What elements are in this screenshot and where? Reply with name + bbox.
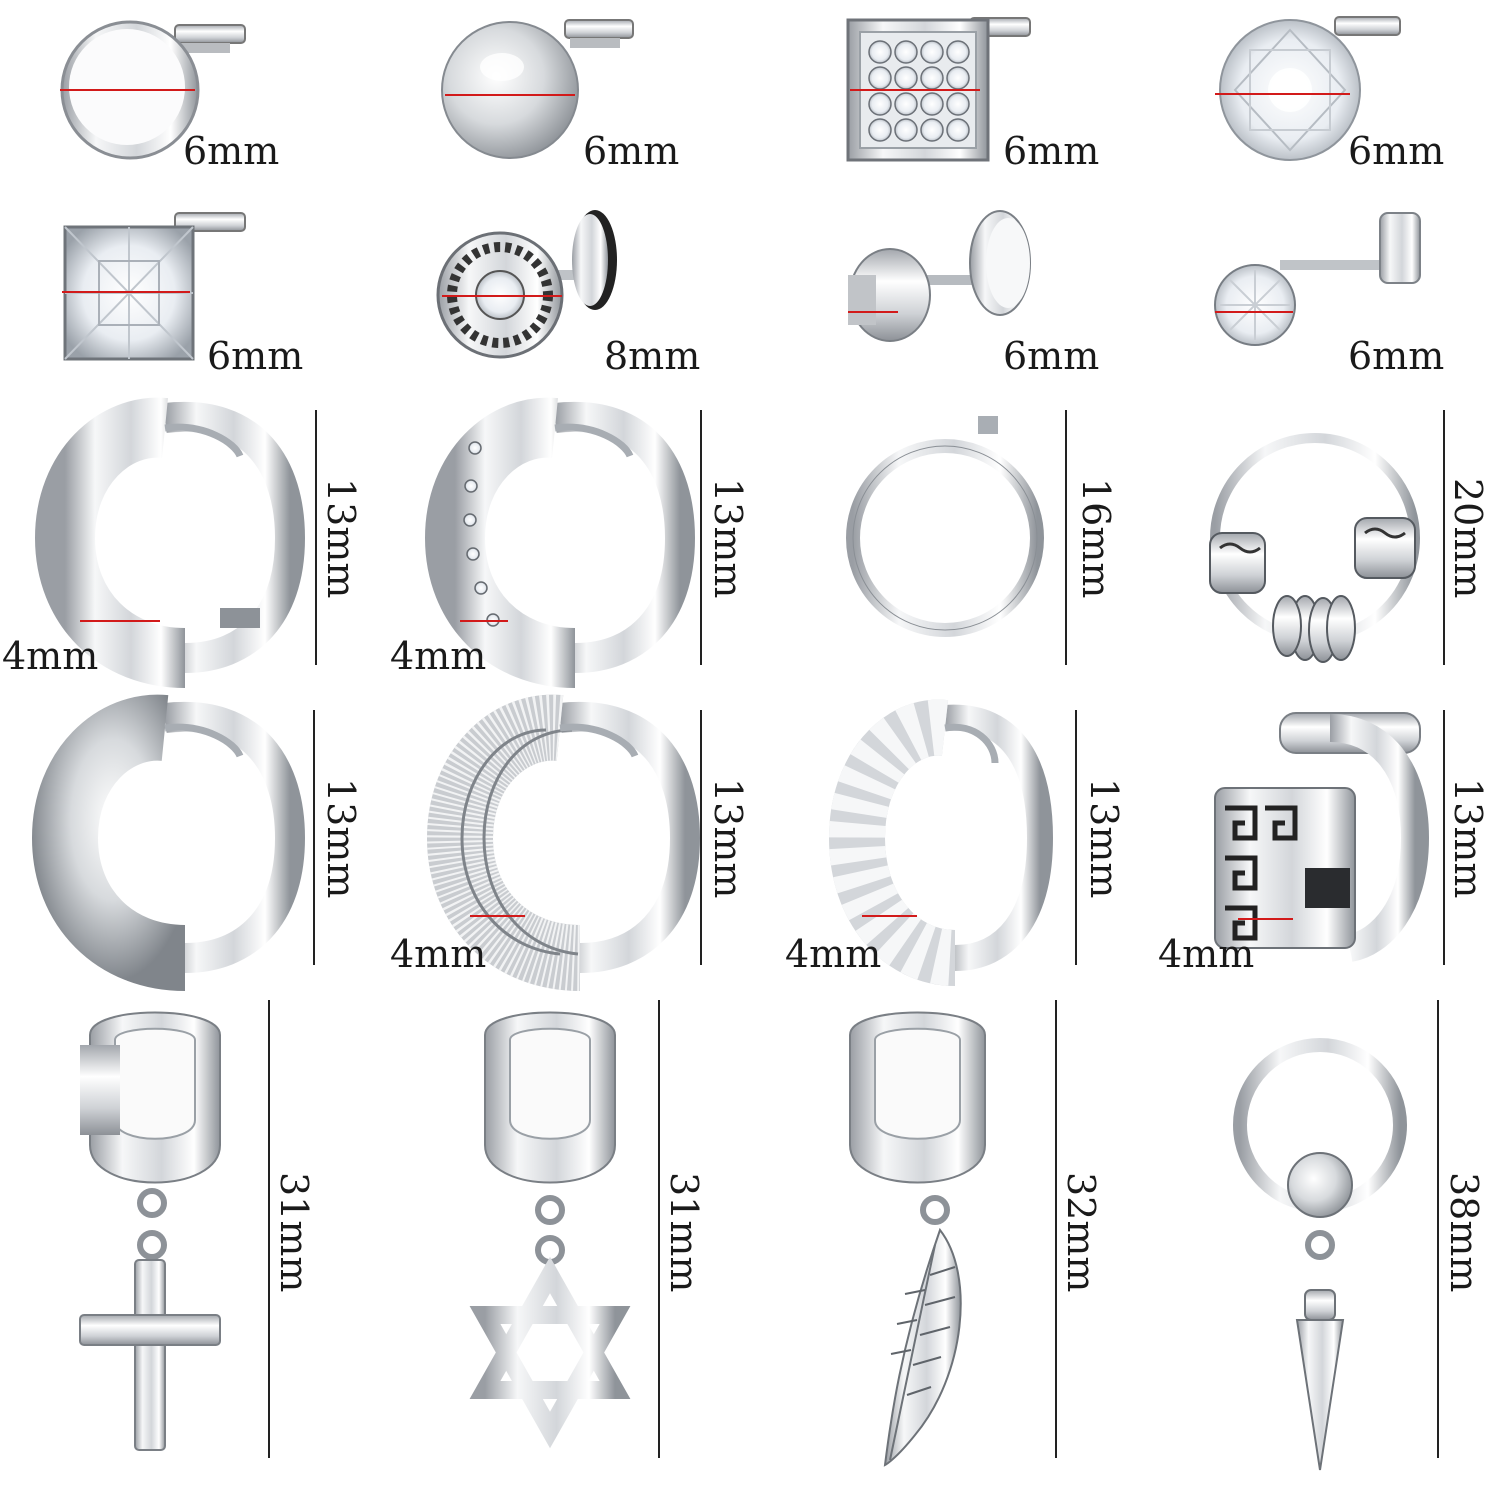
height-line: [700, 410, 702, 665]
round-crystal-stud-icon: [1219, 16, 1401, 161]
height-label: 32mm: [1059, 1172, 1103, 1293]
barbell-flat-stud-icon: [848, 210, 1031, 342]
height-line: [1437, 1000, 1439, 1458]
height-label: 31mm: [662, 1172, 706, 1293]
crystal-huggie-hoop-icon: [424, 397, 696, 688]
ball-stud-icon: [441, 19, 634, 159]
height-line: [1443, 410, 1445, 665]
height-line: [313, 710, 315, 965]
feather-dangle-hoop-icon: [849, 1011, 986, 1467]
crystal-screw-stud-icon: [1214, 212, 1421, 346]
measure-line: [848, 311, 898, 313]
height-label: 13mm: [1082, 778, 1126, 899]
measure-line: [850, 89, 980, 91]
size-label: 6mm: [583, 129, 680, 173]
width-label: 4mm: [390, 932, 487, 976]
height-line: [1055, 1000, 1057, 1458]
thin-hoop-icon: [846, 416, 1044, 637]
size-label: 6mm: [207, 334, 304, 378]
cross-dangle-hoop-icon: [79, 1011, 221, 1451]
measure-line: [445, 94, 575, 96]
height-line: [1443, 710, 1445, 965]
width-label: 4mm: [1158, 932, 1255, 976]
beaded-hoop-icon: [1209, 433, 1420, 663]
height-label: 16mm: [1074, 478, 1118, 599]
height-label: 38mm: [1442, 1172, 1486, 1293]
measure-line: [442, 295, 562, 297]
height-line: [1075, 710, 1077, 965]
measure-line: [1215, 311, 1293, 313]
measure-line: [1238, 918, 1293, 920]
height-line: [315, 410, 317, 665]
measure-line: [60, 89, 195, 91]
height-label: 13mm: [706, 478, 750, 599]
star-dangle-hoop-icon: [469, 1011, 631, 1449]
size-label: 6mm: [1003, 129, 1100, 173]
height-label: 13mm: [1446, 778, 1487, 899]
measure-line: [62, 291, 190, 293]
frosted-stripe-huggie-icon: [426, 694, 701, 991]
height-label: 13mm: [319, 778, 363, 899]
size-label: 6mm: [1003, 334, 1100, 378]
width-label: 4mm: [390, 634, 487, 678]
greek-key-huggie-icon: [1214, 712, 1430, 962]
measure-line: [80, 620, 160, 622]
size-label: 6mm: [183, 129, 280, 173]
height-label: 20mm: [1446, 478, 1487, 599]
height-label: 13mm: [319, 478, 363, 599]
measure-line: [1215, 93, 1350, 95]
measure-line: [862, 915, 917, 917]
spike-dangle-hoop-icon: [1233, 1038, 1407, 1471]
height-line: [658, 1000, 660, 1458]
diagonal-frosted-huggie-icon: [828, 699, 1054, 986]
height-label: 31mm: [272, 1172, 316, 1293]
height-line: [1065, 410, 1067, 665]
height-label: 13mm: [706, 778, 750, 899]
size-label: 6mm: [1348, 129, 1445, 173]
size-label: 8mm: [604, 334, 701, 378]
measure-line: [470, 915, 525, 917]
width-label: 4mm: [2, 634, 99, 678]
measure-line: [460, 620, 508, 622]
wide-huggie-hoop-icon: [34, 397, 306, 688]
width-label: 4mm: [785, 932, 882, 976]
height-line: [268, 1000, 270, 1458]
height-line: [700, 710, 702, 965]
square-crystal-stud-icon: [63, 212, 246, 361]
domed-huggie-hoop-icon: [31, 694, 306, 991]
size-label: 6mm: [1348, 334, 1445, 378]
